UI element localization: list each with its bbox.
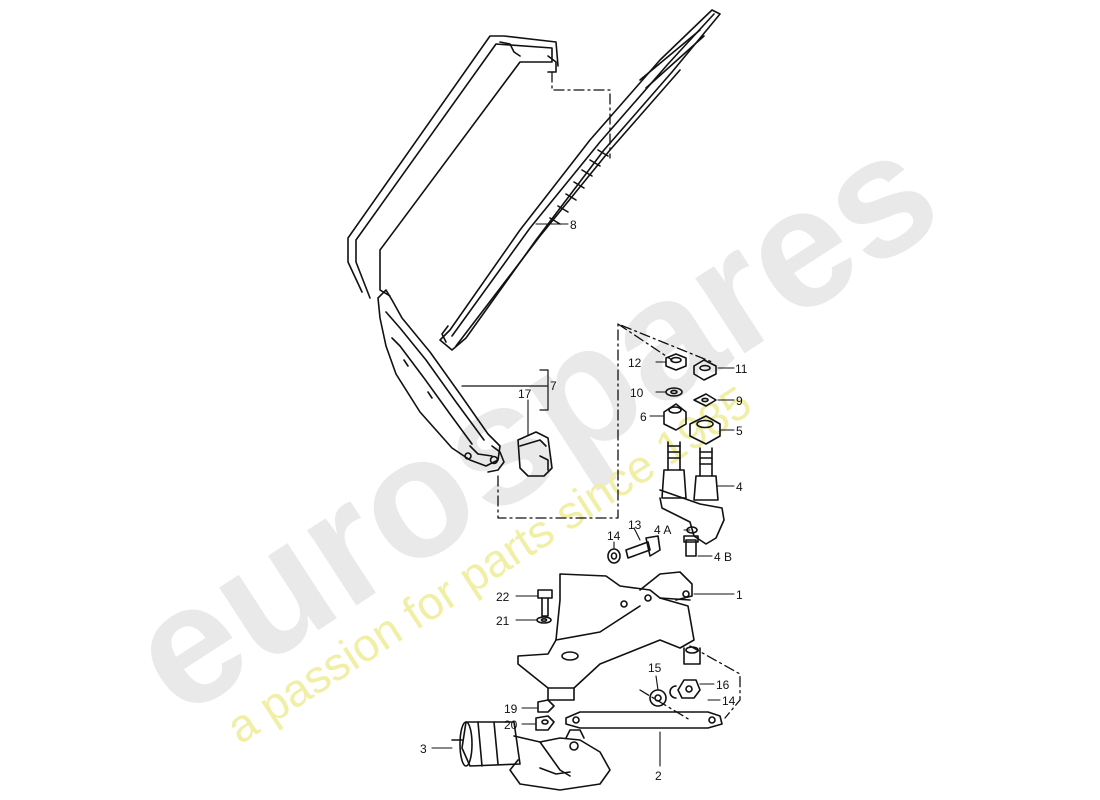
arm-cap	[517, 431, 553, 477]
callout-7: 7	[550, 379, 557, 393]
bushing-5	[689, 415, 721, 445]
callout-3: 3	[420, 742, 427, 756]
callout-2: 2	[655, 769, 662, 783]
clip-14	[669, 685, 677, 699]
callout-17: 17	[518, 387, 532, 401]
wiper-blade	[439, 9, 721, 351]
callout-19: 19	[504, 702, 518, 716]
callout-20: 20	[504, 718, 518, 732]
pivot-shafts	[659, 441, 725, 545]
leader-lines	[431, 223, 735, 767]
callout-21: 21	[496, 614, 510, 628]
washer-21	[536, 616, 552, 624]
bushing-6	[663, 403, 687, 431]
bolt-22	[537, 589, 553, 617]
link-rod	[565, 711, 723, 729]
bolt-4b	[683, 535, 699, 557]
callout-16: 16	[716, 678, 730, 692]
callout-4: 4	[736, 480, 743, 494]
washer-14	[607, 548, 621, 564]
callout-15: 15	[648, 661, 662, 675]
callout-22: 22	[496, 590, 510, 604]
callout-1: 1	[736, 588, 743, 602]
callout-10: 10	[630, 386, 644, 400]
callout-6: 6	[640, 410, 647, 424]
nut-11	[693, 359, 717, 381]
callout-14-bottom: 14	[722, 694, 736, 708]
callout-14-top: 14	[607, 529, 621, 543]
mounting-bracket	[517, 571, 701, 701]
callout-13: 13	[628, 518, 642, 532]
bolt-13	[625, 535, 661, 559]
callout-9: 9	[736, 394, 743, 408]
nut-19	[537, 699, 555, 713]
callout-4a: 4 A	[654, 523, 671, 537]
callout-4b: 4 B	[714, 550, 732, 564]
callout-11: 11	[735, 362, 748, 376]
wiper-motor	[451, 721, 611, 791]
washer-9	[693, 393, 717, 407]
callout-labels: 8 12 11 10 9 6 5 7 17 4 4 A 4 B 13 14 1 …	[420, 218, 748, 783]
nut-20	[535, 715, 555, 731]
nut-16	[677, 679, 701, 699]
callout-12: 12	[628, 356, 642, 370]
bracket-7	[461, 369, 549, 411]
nut-12	[665, 353, 687, 371]
assembly-lines	[497, 71, 741, 721]
wiper-arm	[347, 35, 559, 473]
callout-8: 8	[570, 218, 577, 232]
watermark-brand: eurospares	[97, 92, 969, 751]
callout-5: 5	[736, 424, 743, 438]
